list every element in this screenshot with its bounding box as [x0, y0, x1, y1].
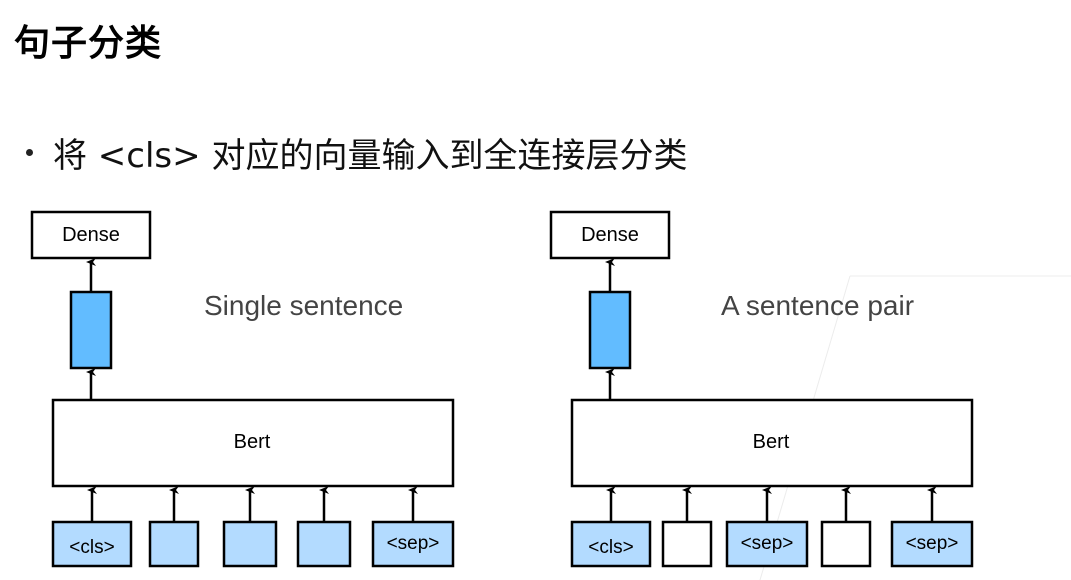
- token-label: <sep>: [387, 533, 440, 554]
- bullet-text: 将 <cls> 对应的向量输入到全连接层分类: [53, 136, 688, 176]
- token-box: [222, 520, 278, 568]
- token-box: [661, 520, 713, 568]
- dense-label: Dense: [62, 224, 120, 246]
- dense-label: Dense: [581, 224, 639, 246]
- token-label: <sep>: [906, 533, 959, 554]
- token-label: <cls>: [588, 537, 633, 558]
- diagram-caption: A sentence pair: [721, 290, 914, 321]
- slide-title: 句子分类: [14, 23, 163, 64]
- token-box: [890, 520, 974, 568]
- bullet-icon: [26, 149, 33, 156]
- bullet-point: 将 <cls> 对应的向量输入到全连接层分类: [26, 128, 687, 177]
- dense-box: [549, 210, 671, 260]
- bert-encoder-box: [570, 398, 974, 488]
- cls-output-vector: [588, 290, 632, 370]
- token-label: <cls>: [69, 537, 114, 558]
- token-box: [296, 520, 352, 568]
- token-box: [148, 520, 200, 568]
- cls-output-vector: [69, 290, 113, 370]
- diagram-caption: Single sentence: [204, 290, 403, 321]
- bert-label: Bert: [753, 431, 790, 453]
- token-box: [725, 520, 809, 568]
- token-box: [371, 520, 455, 568]
- token-box: [820, 520, 872, 568]
- bert-label: Bert: [234, 431, 271, 453]
- token-box: [51, 520, 133, 568]
- token-box: [570, 520, 652, 568]
- bert-encoder-box: [51, 398, 455, 488]
- token-label: <sep>: [741, 533, 794, 554]
